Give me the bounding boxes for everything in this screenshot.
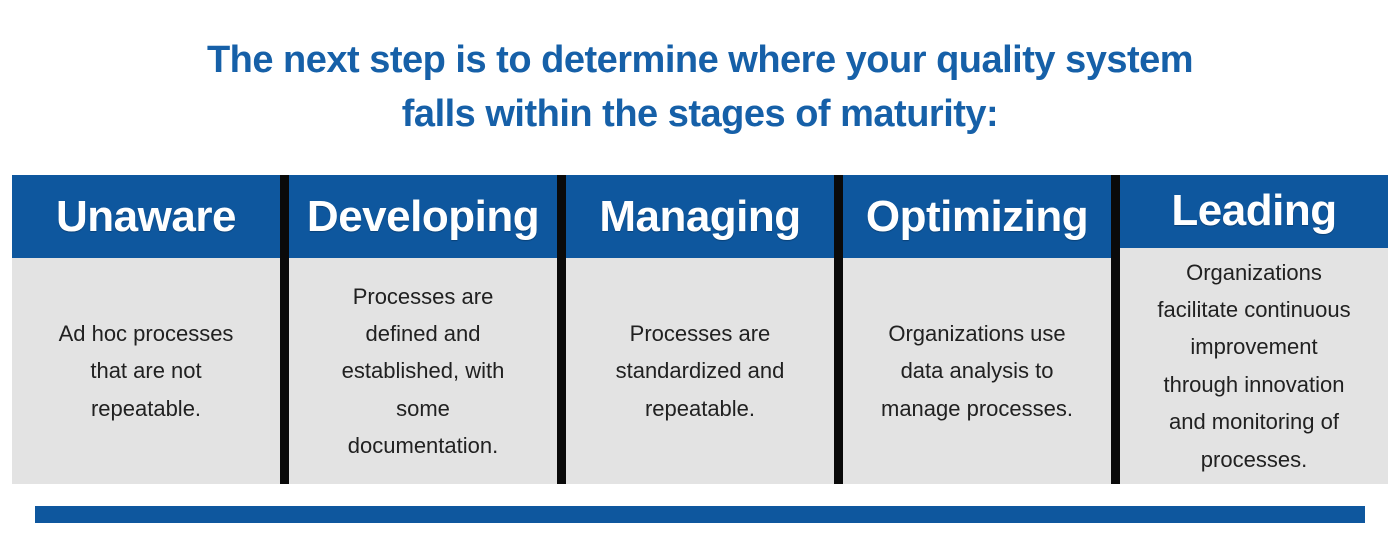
stage-card-header: Developing xyxy=(289,175,557,258)
stage-card-body: Organizations use data analysis to manag… xyxy=(843,258,1111,484)
bottom-accent-bar xyxy=(35,506,1365,523)
stage-card-leading: Leading Organizations facilitate continu… xyxy=(1120,175,1388,484)
stage-card-body: Processes are defined and established, w… xyxy=(289,258,557,484)
stage-card-body: Organizations facilitate continuous impr… xyxy=(1120,247,1388,484)
stage-name: Optimizing xyxy=(865,191,1089,241)
stage-description: Organizations use data analysis to manag… xyxy=(881,320,1073,421)
stage-description: Processes are standardized and repeatabl… xyxy=(615,320,785,421)
stage-card-header: Unaware xyxy=(12,175,280,258)
stage-name: Managing xyxy=(599,191,801,241)
stage-description: Organizations facilitate continuous impr… xyxy=(1157,259,1351,472)
stage-card-header: Leading xyxy=(1120,175,1388,248)
stage-card-body: Processes are standardized and repeatabl… xyxy=(566,258,834,484)
stage-name: Unaware xyxy=(56,191,236,241)
stage-description: Processes are defined and established, w… xyxy=(341,283,505,459)
stage-card-body: Ad hoc processes that are not repeatable… xyxy=(12,258,280,484)
maturity-stages-row: Unaware Ad hoc processes that are not re… xyxy=(12,175,1388,484)
stage-name: Leading xyxy=(1171,186,1337,236)
stage-description: Ad hoc processes that are not repeatable… xyxy=(58,320,234,421)
stage-card-developing: Developing Processes are defined and est… xyxy=(289,175,557,484)
stage-name: Developing xyxy=(306,191,540,241)
stage-card-unaware: Unaware Ad hoc processes that are not re… xyxy=(12,175,280,484)
stage-card-optimizing: Optimizing Organizations use data analys… xyxy=(843,175,1111,484)
stage-card-managing: Managing Processes are standardized and … xyxy=(566,175,834,484)
stage-card-header: Optimizing xyxy=(843,175,1111,258)
stage-card-header: Managing xyxy=(566,175,834,258)
page-title: The next step is to determine where your… xyxy=(206,39,1194,135)
